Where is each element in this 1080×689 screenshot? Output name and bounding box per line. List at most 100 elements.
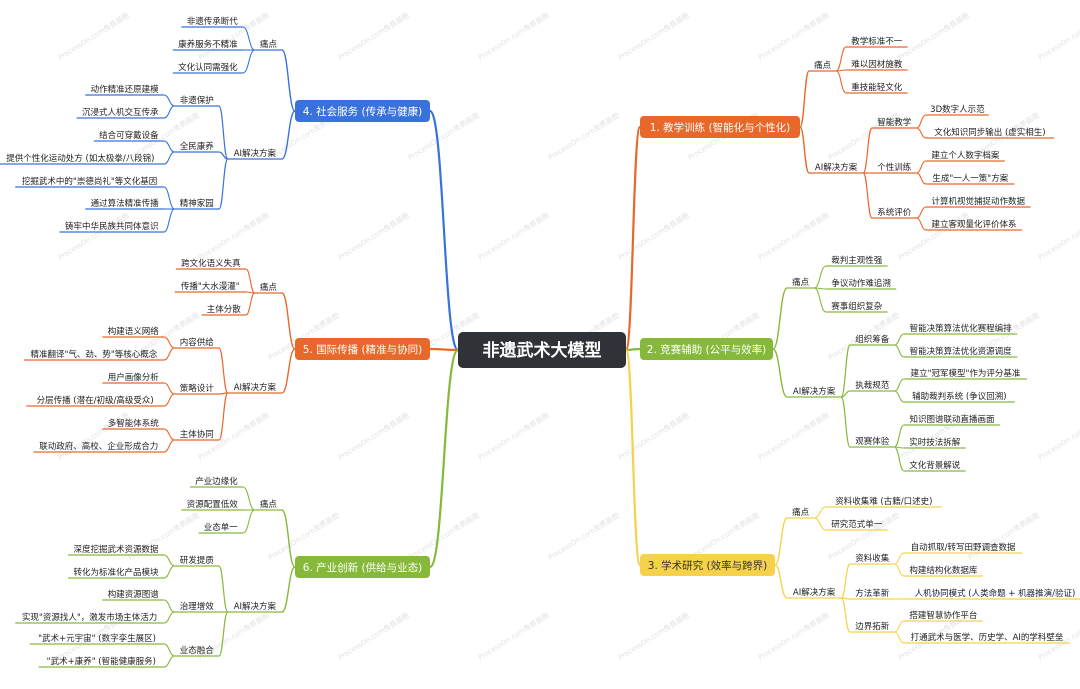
leaf-label: "武术+元宇宙" (数字孪生展区) [38, 633, 156, 644]
leaf-label: 资源配置低效 [187, 499, 239, 510]
leaf-connector [163, 105, 175, 119]
branch-topic-label: 1. 教学训练 (智能化与个性化) [650, 121, 790, 134]
watermark-text: ProcessOn.com免费画图 [266, 511, 340, 562]
sub-connector [840, 344, 851, 398]
leaf-label: 搭建智慧协作平台 [909, 610, 977, 621]
sub-label: 主体协同 [180, 429, 214, 440]
sub-connector [218, 105, 229, 160]
watermark-text: ProcessOn.com免费画图 [896, 11, 970, 62]
central-topic-label: 非遗武术大模型 [483, 340, 602, 361]
leaf-connector [163, 140, 175, 153]
leaf-label: 动作精准还原建模 [91, 84, 160, 95]
branch-topic-2[interactable]: 2. 竞赛辅助 (公平与效率) [640, 338, 773, 360]
leaf-label: 生成"一人一策"方案 [932, 173, 1008, 184]
leaf-label: 非遗传承断代 [187, 16, 239, 27]
leaf-label: 裁判主观性强 [831, 255, 883, 266]
leaf-label: 传播"大水漫灌" [181, 281, 240, 292]
leaf-label: 主体分散 [207, 304, 242, 315]
leaf-label: 提供个性化运动处方 (如太极拳/八段锦) [6, 153, 154, 164]
leaf-connector [242, 49, 256, 74]
leaf-connector [894, 631, 905, 644]
leaf-connector [916, 160, 927, 174]
group-label: 痛点 [260, 282, 278, 293]
watermark-text: ProcessOn.com免费画图 [1036, 11, 1080, 62]
group-label: 痛点 [792, 507, 810, 518]
leaf-label: 构建资源图谱 [108, 589, 160, 600]
watermark-text: ProcessOn.com免费画图 [56, 11, 130, 62]
leaf-label: 联动政府、高校、企业形成合力 [39, 441, 158, 452]
leaf-label: 实现"资源找人"，激发市场主体活力 [22, 612, 157, 623]
leaf-connector [163, 393, 175, 407]
group-connector [281, 49, 296, 112]
sub-connector [218, 151, 228, 160]
sub-label: 方法革新 [855, 588, 890, 599]
group-label: 痛点 [260, 39, 278, 50]
watermark-text: ProcessOn.com免费画图 [616, 11, 690, 62]
branch-topic-5[interactable]: 5. 国际传播 (精准与协同) [295, 338, 430, 360]
branch-topic-label: 5. 国际传播 (精准与协同) [303, 343, 422, 356]
sub-label: 智能教学 [877, 117, 912, 128]
sub-connector [218, 158, 229, 210]
sub-label: 全民康养 [180, 141, 215, 152]
branch-topic-box [640, 554, 775, 576]
group-connector [799, 70, 810, 128]
leaf-label: 多智能体系统 [108, 418, 160, 429]
watermark-text: ProcessOn.com免费画图 [476, 411, 550, 462]
leaf-connector [894, 344, 905, 358]
group-connector [774, 564, 788, 599]
leaf-connector [163, 599, 175, 613]
branch-topic-box [640, 116, 800, 138]
branch-topic-1[interactable]: 1. 教学训练 (智能化与个性化) [640, 116, 800, 138]
sub-label: 组织筹备 [855, 334, 890, 345]
watermark-text: ProcessOn.com免费画图 [476, 611, 550, 662]
branch-topic-6[interactable]: 6. 产业创新 (供给与业态) [295, 556, 430, 578]
connector-layer [0, 26, 1080, 668]
sub-label: 资料收集 [855, 553, 890, 564]
group-label: 痛点 [814, 60, 832, 71]
branch-connector [624, 125, 642, 352]
leaf-label: 铸牢中华民族共同体意识 [65, 221, 159, 232]
group-label: AI解决方案 [793, 386, 836, 397]
leaf-label: 深度挖掘武术资源数据 [73, 544, 159, 555]
branch-connector [625, 347, 641, 352]
branch-topic-box [640, 338, 773, 360]
watermark-text: ProcessOn.com免费画图 [756, 211, 830, 262]
watermark-text: ProcessOn.com免费画图 [616, 611, 690, 662]
sub-label: 观赛体验 [855, 436, 890, 447]
branch-topic-label: 4. 社会服务 (传承与健康) [303, 105, 422, 118]
group-label: AI解决方案 [234, 148, 277, 159]
node-layer: 1. 教学训练 (智能化与个性化)痛点教学标准不一难以因材施教重技能轻文化AI解… [6, 16, 1075, 667]
leaf-label: 打通武术与医学、历史学、AI的学科壁垒 [911, 632, 1064, 643]
sub-connector [840, 396, 851, 448]
leaf-label: 教学标准不一 [851, 36, 903, 47]
leaf-connector [814, 517, 827, 531]
group-connector [281, 348, 296, 394]
leaf-connector [894, 333, 905, 346]
sub-label: 研发提质 [180, 555, 215, 566]
group-connector [281, 292, 296, 350]
group-connector [281, 509, 296, 568]
group-connector [281, 110, 296, 160]
group-label: AI解决方案 [234, 601, 277, 612]
leaf-connector [242, 26, 256, 51]
leaf-label: 人机协同模式 (人类命题 + 机器推演/验证) [915, 588, 1076, 599]
central-topic[interactable]: 非遗武术大模型 [458, 332, 626, 368]
leaf-label: 3D数字人示范 [930, 104, 985, 115]
branch-topic-3[interactable]: 3. 学术研究 (效率与跨界) [640, 554, 775, 576]
leaf-connector [916, 114, 927, 129]
leaf-connector [814, 506, 827, 519]
leaf-connector [163, 336, 175, 349]
leaf-label: "武术+康养" (智能健康服务) [47, 656, 156, 667]
leaf-label: 沉浸式人机交互传承 [82, 107, 159, 118]
leaf-connector [163, 554, 175, 567]
leaf-connector [245, 292, 256, 316]
leaf-connector [835, 70, 847, 94]
branch-topic-4[interactable]: 4. 社会服务 (传承与健康) [295, 100, 430, 122]
branch-topic-box [295, 338, 430, 360]
branch-connector [428, 109, 460, 352]
leaf-label: 重技能轻文化 [851, 82, 903, 93]
sub-label: 业态融合 [180, 645, 215, 656]
leaf-label: 转化为标准化产品模块 [73, 567, 159, 578]
leaf-label: 构建结构化数据库 [909, 565, 978, 576]
